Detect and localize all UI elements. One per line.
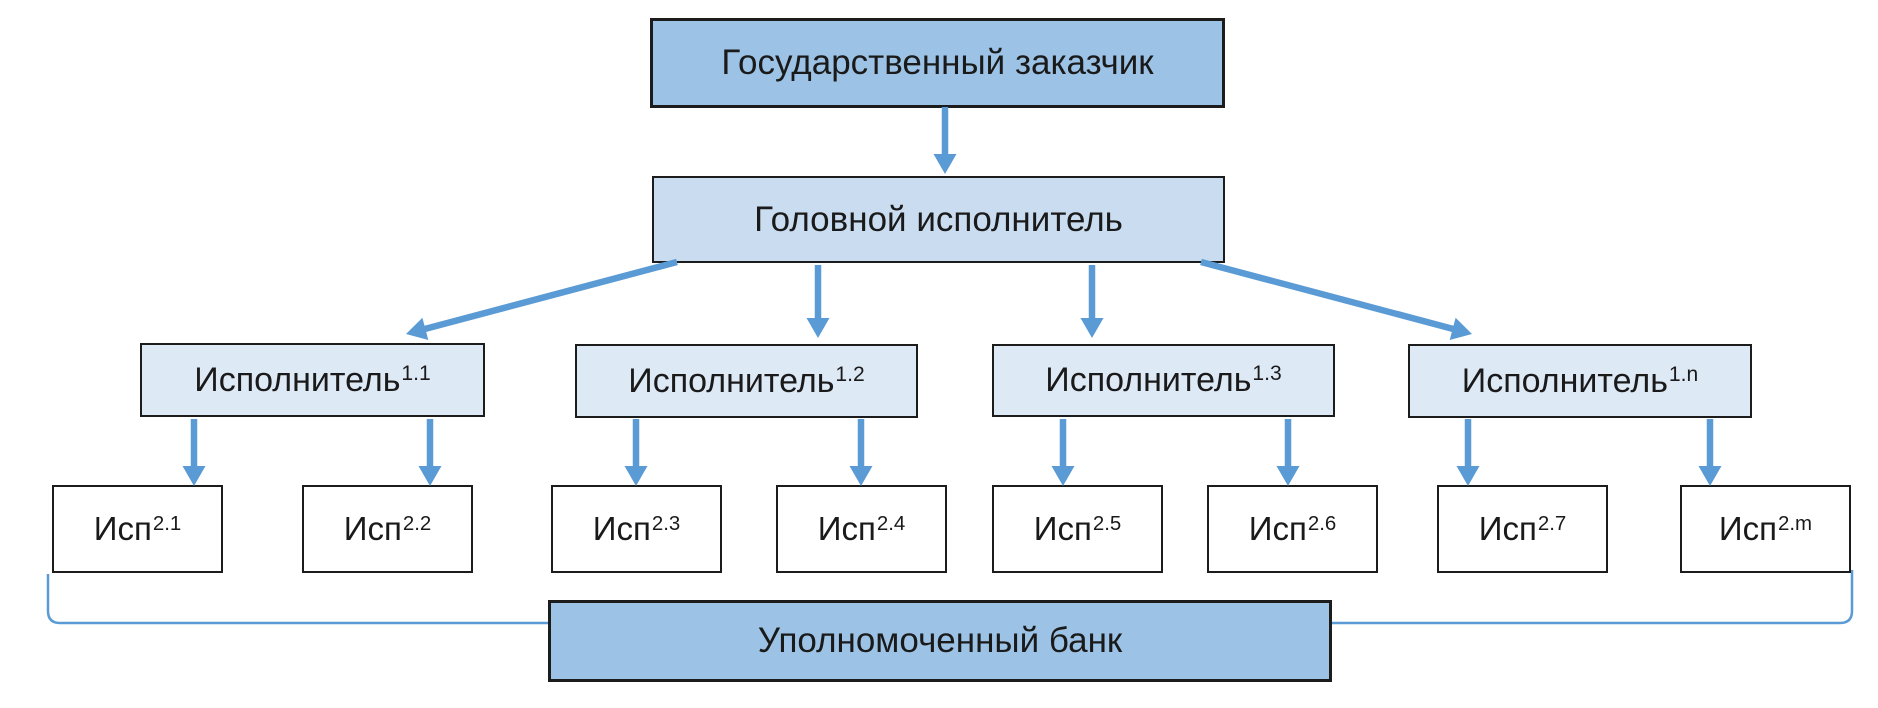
- sub-2-1-box: Исп2.1: [52, 485, 223, 573]
- sub-2-5-label: Исп2.5: [1033, 510, 1122, 547]
- executor-1-n-sup: 1.n: [1668, 362, 1699, 386]
- sub-2-6-label: Исп2.6: [1248, 510, 1337, 547]
- executor-1-1-label: Исполнитель1.1: [194, 360, 431, 399]
- executor-1-3-box: Исполнитель1.3: [992, 344, 1335, 417]
- sub-2-5-sup: 2.5: [1092, 511, 1122, 535]
- sub-2-3-label: Исп2.3: [592, 510, 681, 547]
- sub-2-4-box: Исп2.4: [776, 485, 947, 573]
- sub-2-m-box: Исп2.m: [1680, 485, 1851, 573]
- executor-1-n-box: Исполнитель1.n: [1408, 344, 1752, 418]
- sub-2-3-sup: 2.3: [651, 511, 681, 535]
- sub-2-2-sup: 2.2: [402, 511, 432, 535]
- executor-1-3-sup: 1.3: [1252, 362, 1282, 386]
- executor-1-2-label: Исполнитель1.2: [628, 361, 865, 400]
- head-executor-box: Головной исполнитель: [652, 176, 1225, 263]
- head-executor-label: Головной исполнитель: [754, 199, 1123, 239]
- executor-1-3-label: Исполнитель1.3: [1045, 361, 1282, 399]
- sub-2-2-label: Исп2.2: [343, 510, 432, 547]
- executor-1-2-sup: 1.2: [835, 362, 865, 386]
- executor-1-n-label: Исполнитель1.n: [1461, 361, 1699, 400]
- sub-2-7-sup: 2.7: [1537, 511, 1567, 535]
- sub-2-4-sup: 2.4: [876, 511, 906, 535]
- executor-1-1-sup: 1.1: [401, 361, 431, 385]
- sub-2-1-sup: 2.1: [152, 511, 182, 535]
- state-customer-label: Государственный заказчик: [721, 43, 1154, 82]
- authorized-bank-label: Уполномоченный банк: [757, 621, 1123, 660]
- sub-2-3-box: Исп2.3: [551, 485, 722, 573]
- sub-2-7-label: Исп2.7: [1478, 510, 1567, 547]
- sub-2-6-box: Исп2.6: [1207, 485, 1378, 573]
- executor-1-1-box: Исполнитель1.1: [140, 343, 485, 417]
- sub-2-5-box: Исп2.5: [992, 485, 1163, 573]
- state-customer-box: Государственный заказчик: [650, 18, 1225, 108]
- sub-2-m-sup: 2.m: [1778, 511, 1813, 535]
- executor-1-2-box: Исполнитель1.2: [575, 344, 918, 418]
- sub-2-m-label: Исп2.m: [1718, 510, 1813, 547]
- sub-2-4-label: Исп2.4: [817, 510, 906, 547]
- sub-2-2-box: Исп2.2: [302, 485, 473, 573]
- sub-2-6-sup: 2.6: [1307, 511, 1337, 535]
- authorized-bank-box: Уполномоченный банк: [548, 600, 1332, 682]
- sub-2-1-label: Исп2.1: [93, 510, 182, 547]
- sub-2-7-box: Исп2.7: [1437, 485, 1608, 573]
